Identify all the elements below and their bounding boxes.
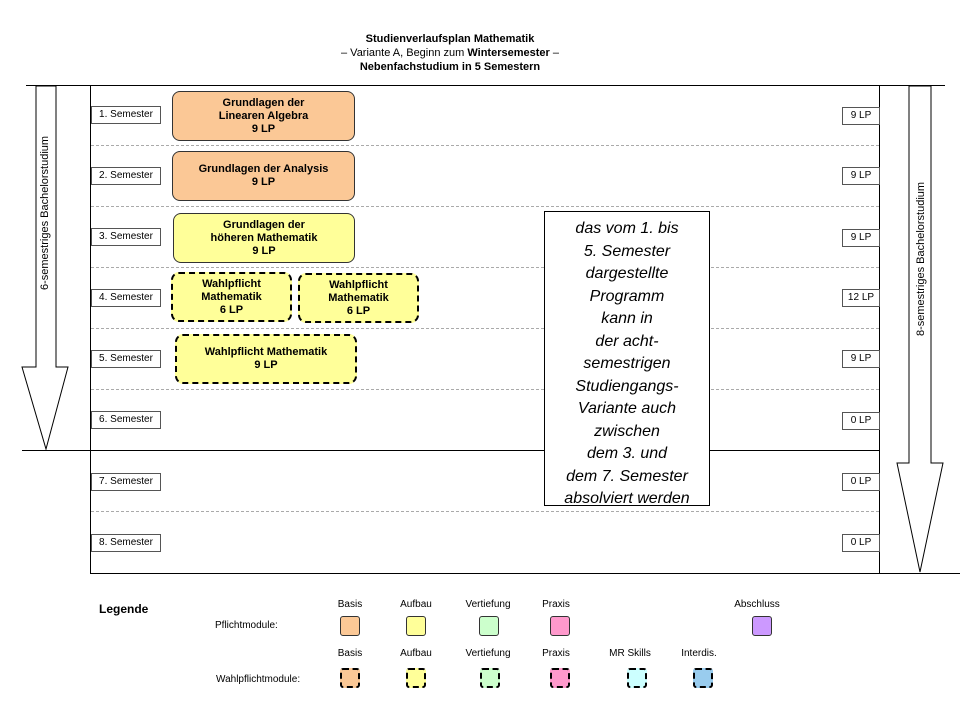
- semester-divider-solid: [91, 450, 879, 451]
- eight-semester-arrow: [896, 85, 944, 573]
- swatch-pflicht-aufbau: [406, 616, 426, 636]
- swatch-pflicht-praxis: [550, 616, 570, 636]
- semester-8-lp: 0 LP: [842, 534, 880, 552]
- title-line-3: Nebenfachstudium in 5 Semestern: [359, 61, 541, 73]
- swatch-pflicht-abschluss: [752, 616, 772, 636]
- left-border: [90, 85, 91, 573]
- semester-1-label: 1. Semester: [91, 106, 161, 124]
- six-semester-label: 6-semestriges Bachelorstudium: [39, 135, 51, 290]
- legend-wahl-cat: Interdis.: [681, 648, 717, 659]
- semester-4-label: 4. Semester: [91, 289, 161, 307]
- eight-semester-label: 8-semestriges Bachelorstudium: [915, 181, 927, 336]
- semester-divider: [91, 206, 879, 207]
- semester-6-lp: 0 LP: [842, 412, 880, 430]
- bottom-border: [90, 573, 960, 574]
- legend-wahl-label: Wahlpflichtmodule:: [216, 674, 301, 685]
- semester-6-label: 6. Semester: [91, 411, 161, 429]
- semester-divider: [91, 328, 879, 329]
- right-border: [879, 85, 880, 573]
- six-sem-end-line: [22, 450, 91, 451]
- legend-pflicht-cat: Praxis: [542, 599, 570, 610]
- swatch-wahl-basis: [340, 668, 360, 688]
- semester-divider: [91, 511, 879, 512]
- semester-4-lp: 12 LP: [842, 289, 880, 307]
- swatch-pflicht-vertiefung: [479, 616, 499, 636]
- legend-pflicht-label: Pflichtmodule:: [215, 620, 278, 631]
- legend-pflicht-cat: Basis: [337, 599, 363, 610]
- legend-pflicht-cat: Aufbau: [400, 599, 432, 610]
- page-title: Studienverlaufsplan Mathematik – Variant…: [280, 32, 620, 74]
- semester-7-lp: 0 LP: [842, 473, 880, 491]
- legend-heading: Legende: [99, 602, 149, 616]
- semester-divider: [91, 267, 879, 268]
- semester-2-lp: 9 LP: [842, 167, 880, 185]
- swatch-wahl-praxis: [550, 668, 570, 688]
- legend-wahl-cat: MR Skills: [609, 648, 651, 659]
- semester-3-label: 3. Semester: [91, 228, 161, 246]
- top-border: [26, 85, 945, 86]
- semester-3-lp: 9 LP: [842, 229, 880, 247]
- semester-divider: [91, 389, 879, 390]
- semester-1-lp: 9 LP: [842, 107, 880, 125]
- swatch-pflicht-basis: [340, 616, 360, 636]
- legend-pflicht-cat: Vertiefung: [465, 599, 511, 610]
- title-line-2: – Variante A, Beginn zum Wintersemester …: [341, 47, 559, 59]
- swatch-wahl-interdis: [693, 668, 713, 688]
- semester-2-label: 2. Semester: [91, 167, 161, 185]
- note-box: das vom 1. bis 5. Semester dargestellte …: [544, 211, 710, 507]
- legend-pflicht-cat: Abschluss: [734, 599, 780, 610]
- legend-wahl-cat: Vertiefung: [465, 648, 511, 659]
- semester-7-label: 7. Semester: [91, 473, 161, 491]
- legend-wahl-cat: Basis: [337, 648, 363, 659]
- swatch-wahl-aufbau: [406, 668, 426, 688]
- semester-8-label: 8. Semester: [91, 534, 161, 552]
- swatch-wahl-vertiefung: [480, 668, 500, 688]
- semester-divider: [91, 145, 879, 146]
- semester-5-label: 5. Semester: [91, 350, 161, 368]
- semester-5-lp: 9 LP: [842, 350, 880, 368]
- swatch-wahl-mr-skills: [627, 668, 647, 688]
- legend-wahl-cat: Praxis: [542, 648, 570, 659]
- title-line-1: Studienverlaufsplan Mathematik: [365, 33, 535, 45]
- six-semester-arrow: [21, 85, 69, 451]
- legend-wahl-cat: Aufbau: [400, 648, 432, 659]
